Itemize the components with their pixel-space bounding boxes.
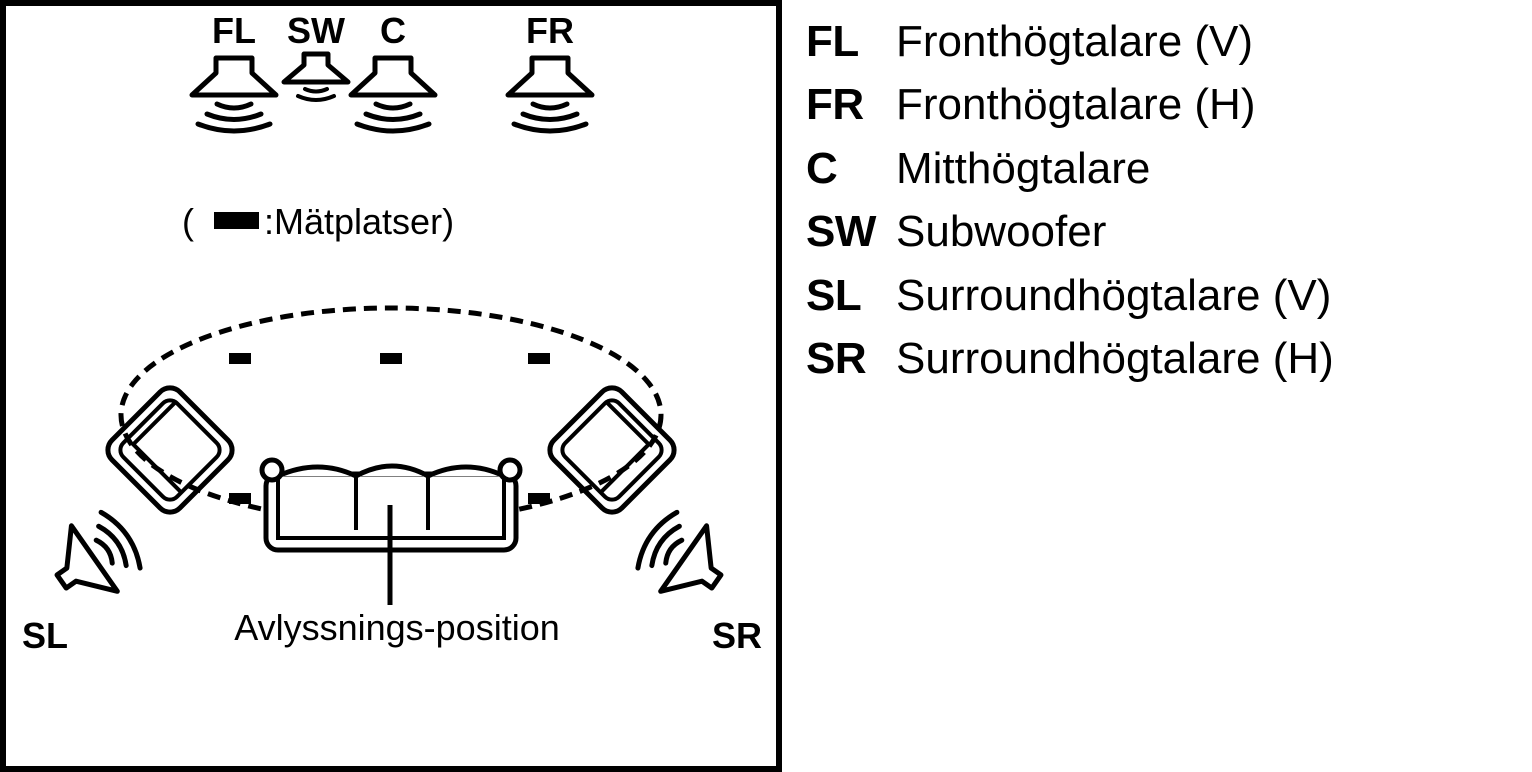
legend-row-sw: SW Subwoofer xyxy=(806,201,1334,265)
speaker-fr: FR xyxy=(508,10,592,131)
legend-description: Mitthögtalare xyxy=(896,143,1151,193)
speaker-icon xyxy=(508,58,592,131)
legend-code: SW xyxy=(806,207,876,257)
measurement-note: ( :Mätplatser) xyxy=(182,201,454,242)
measurement-marker-icon xyxy=(380,353,402,364)
measurement-marker-icon xyxy=(528,353,550,364)
legend-description: Subwoofer xyxy=(896,207,1107,257)
speaker-icon xyxy=(284,54,348,100)
speaker-sw: SW xyxy=(284,10,348,100)
speaker-c: C xyxy=(351,10,435,131)
speaker-label-sr: SR xyxy=(712,615,762,656)
listening-area-outline xyxy=(118,305,664,525)
listening-position-label: Avlyssnings-position xyxy=(234,607,560,648)
legend-code: SL xyxy=(806,270,862,320)
room-diagram: FL SW C FR ( :Mätplatser) xyxy=(0,0,782,772)
legend-row-sl: SL Surroundhögtalare (V) xyxy=(806,264,1334,328)
legend-code: C xyxy=(806,143,838,193)
measurement-marker-icon xyxy=(214,212,259,229)
speaker-icon xyxy=(628,503,739,614)
speaker-sr: SR xyxy=(628,503,762,656)
legend-code: FR xyxy=(806,80,864,130)
speaker-icon xyxy=(351,58,435,131)
legend: FL Fronthögtalare (V) FR Fronthögtalare … xyxy=(806,10,1334,391)
legend-description: Surroundhögtalare (V) xyxy=(896,270,1332,320)
measurement-note-open: ( xyxy=(182,201,194,242)
legend-row-sr: SR Surroundhögtalare (H) xyxy=(806,328,1334,392)
speaker-label-sw: SW xyxy=(287,10,345,51)
measurement-note-text: :Mätplatser) xyxy=(264,201,454,242)
measurement-marker-icon xyxy=(528,493,550,504)
speaker-label-fl: FL xyxy=(212,10,256,51)
speaker-label-fr: FR xyxy=(526,10,574,51)
speaker-icon xyxy=(192,58,276,131)
legend-code: SR xyxy=(806,334,867,384)
measurement-marker-icon xyxy=(229,493,251,504)
measurement-marker-icon xyxy=(229,353,251,364)
speaker-sl: SL xyxy=(22,503,150,656)
speaker-label-sl: SL xyxy=(22,615,68,656)
legend-description: Fronthögtalare (V) xyxy=(896,16,1254,66)
room-frame xyxy=(0,0,782,772)
legend-row-fr: FR Fronthögtalare (H) xyxy=(806,74,1334,138)
legend-row-fl: FL Fronthögtalare (V) xyxy=(806,10,1334,74)
speaker-icon xyxy=(39,503,150,614)
speaker-label-c: C xyxy=(380,10,406,51)
legend-description: Surroundhögtalare (H) xyxy=(896,334,1334,384)
legend-code: FL xyxy=(806,16,859,66)
legend-row-c: C Mitthögtalare xyxy=(806,137,1334,201)
speaker-fl: FL xyxy=(192,10,276,131)
legend-description: Fronthögtalare (H) xyxy=(896,80,1256,130)
